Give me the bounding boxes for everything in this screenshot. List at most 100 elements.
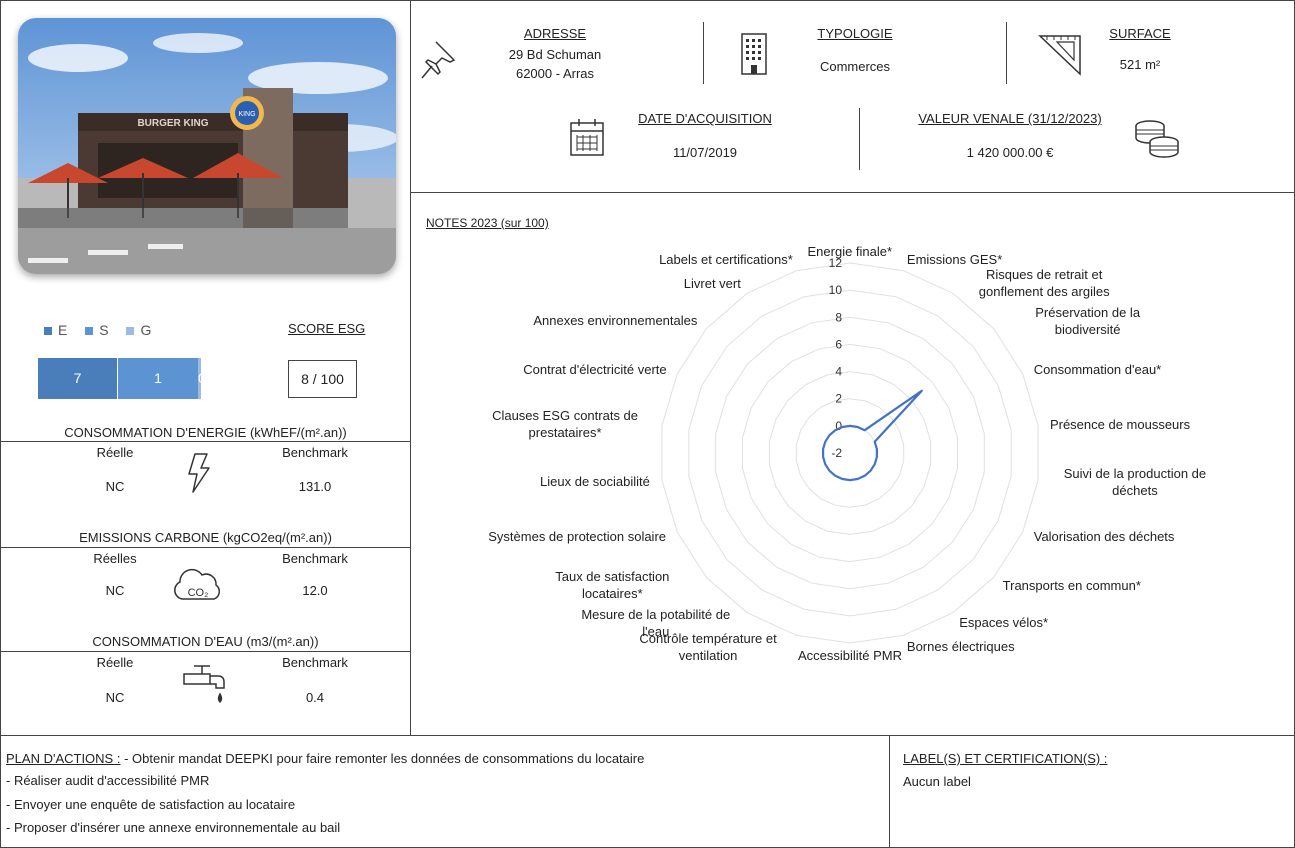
radar-grid-ring [661, 262, 1039, 644]
legend-s-label: S [99, 322, 109, 338]
adresse-line2: 62000 - Arras [515, 66, 595, 81]
calendar-icon [570, 119, 604, 156]
radar-grid-ring [795, 398, 905, 508]
labels-value: Aucun label [903, 774, 971, 789]
co2-cloud-icon: CO₂ [174, 568, 220, 600]
labels-title: LABEL(S) ET CERTIFICATION(S) : [903, 751, 1108, 766]
radar-tick-label: -2 [831, 446, 842, 460]
radar-tick-label: 2 [835, 392, 842, 406]
esg-legend: E S G [44, 322, 151, 338]
radar-category-label: Accessibilité PMR [798, 647, 903, 663]
radar-grid-ring [688, 289, 1012, 617]
valeur-title: VALEUR VENALE (31/12/2023) [918, 111, 1102, 126]
radar-category-label: Labels et certifications* [659, 251, 793, 267]
radar-category-label: Clauses ESG contrats de prestataires* [492, 408, 639, 441]
radar-grid-ring [742, 343, 958, 563]
divider [0, 547, 411, 548]
radar-grid-ring [768, 371, 932, 535]
score-esg-title: SCORE ESG [288, 321, 366, 336]
radar-category-label: Mesure de la potabilité de l'eau [581, 606, 731, 639]
energie-reelle-value: NC [105, 479, 125, 494]
carbone-title: EMISSIONS CARBONE (kgCO2eq/(m².an)) [79, 530, 332, 545]
radar-grid-ring [715, 316, 985, 590]
set-square-icon [1038, 35, 1081, 76]
lightning-icon [188, 453, 210, 493]
plan-line1-container: PLAN D'ACTIONS : - Obtenir mandat DEEPKI… [6, 751, 886, 766]
carbone-label-reelle: Réelles [93, 551, 137, 566]
typologie-value: Commerces [819, 59, 891, 74]
logo-text: KING [238, 111, 255, 118]
radar-category-label: Consommation d'eau* [1033, 361, 1162, 377]
radar-tick-label: 6 [835, 337, 842, 351]
esg-bar-e: 7 [38, 358, 117, 399]
score-esg-value: 8 / 100 [288, 360, 357, 398]
legend-g-swatch [126, 327, 135, 336]
legend-e-label: E [58, 322, 68, 338]
carbone-benchmark-value: 12.0 [302, 583, 328, 598]
radar-chart: -2 0 2 4 6 8 10 12 [661, 256, 1039, 644]
divider [703, 22, 704, 84]
date-value: 11/07/2019 [672, 145, 738, 160]
legend-e-swatch [44, 327, 52, 336]
radar-category-label: Risques de retrait et gonflement des arg… [978, 267, 1110, 300]
radar-tick-label: 4 [835, 365, 842, 379]
plan-line3: - Envoyer une enquête de satisfaction au… [6, 797, 296, 812]
eau-label-benchmark: Benchmark [282, 655, 348, 670]
esg-bar-g: 0 [198, 358, 201, 399]
divider [859, 108, 860, 170]
eau-label-reelle: Réelle [96, 655, 134, 670]
surface-value: 521 m² [1119, 57, 1161, 72]
valeur-value: 1 420 000.00 € [966, 145, 1054, 160]
adresse-line1: 29 Bd Schuman [508, 47, 602, 62]
radar-tick-label: 0 [835, 419, 842, 433]
divider [0, 651, 411, 652]
energie-title: CONSOMMATION D'ENERGIE (kWhEF/(m².an)) [64, 425, 347, 440]
energie-label-benchmark: Benchmark [282, 445, 348, 460]
plan-line2: - Réaliser audit d'accessibilité PMR [6, 773, 210, 788]
radar-category-label: Annexes environnementales [533, 313, 698, 329]
energie-benchmark-value: 131.0 [298, 479, 332, 494]
radar-category-label: Systèmes de protection solaire [488, 529, 667, 545]
radar-category-label: Livret vert [683, 275, 741, 291]
sign-text: BURGER KING [137, 118, 208, 129]
divider [0, 441, 411, 442]
building-photo: KING BURGER KING [18, 18, 396, 274]
eau-title: CONSOMMATION D'EAU (m3/(m².an)) [92, 634, 319, 649]
adresse-title: ADRESSE [523, 26, 587, 41]
radar-tick-label: 12 [829, 256, 843, 270]
legend-g-label: G [140, 322, 152, 338]
energie-label-reelle: Réelle [96, 445, 134, 460]
esg-bar-s: 1 [118, 358, 198, 399]
divider [1006, 22, 1007, 84]
legend-s-swatch [85, 327, 94, 336]
radar-category-label: Energie finale* [807, 243, 893, 259]
radar-category-label: Présence de mousseurs [1049, 416, 1191, 432]
plan-title: PLAN D'ACTIONS : [6, 751, 121, 766]
plan-line1: - Obtenir mandat DEEPKI pour faire remon… [120, 751, 645, 766]
radar-category-label: Taux de satisfaction locataires* [555, 569, 670, 602]
radar-tick-label: 10 [829, 283, 843, 297]
radar-category-label: Transports en commun* [1002, 577, 1141, 593]
pushpin-icon [421, 41, 456, 79]
notes-title: NOTES 2023 (sur 100) [426, 216, 549, 230]
co2-text: CO₂ [188, 587, 209, 599]
radar-category-label: Espaces vélos* [959, 615, 1049, 631]
radar-category-label: Valorisation des déchets [1033, 529, 1175, 545]
radar-category-label: Lieux de sociabilité [540, 474, 650, 490]
date-title: DATE D'ACQUISITION [638, 111, 772, 126]
radar-category-label: Contrat d'électricité verte [523, 361, 667, 377]
radar-category-label: Suivi de la production de déchets [1063, 465, 1207, 498]
building-icon [741, 33, 767, 75]
water-tap-icon [183, 665, 225, 704]
surface-title: SURFACE [1109, 26, 1171, 41]
carbone-reelle-value: NC [105, 583, 125, 598]
eau-benchmark-value: 0.4 [305, 690, 325, 705]
radar-category-label: Contrôle température et ventilation [639, 630, 777, 663]
radar-category-label: Préservation de la biodiversité [1035, 304, 1141, 337]
radar-category-label: Bornes électriques [906, 639, 1015, 655]
typologie-title: TYPOLOGIE [817, 26, 893, 41]
radar-tick-label: 8 [835, 310, 842, 324]
coins-icon [1135, 120, 1179, 158]
plan-line4: - Proposer d'insérer une annexe environn… [6, 820, 341, 835]
carbone-label-benchmark: Benchmark [282, 551, 348, 566]
